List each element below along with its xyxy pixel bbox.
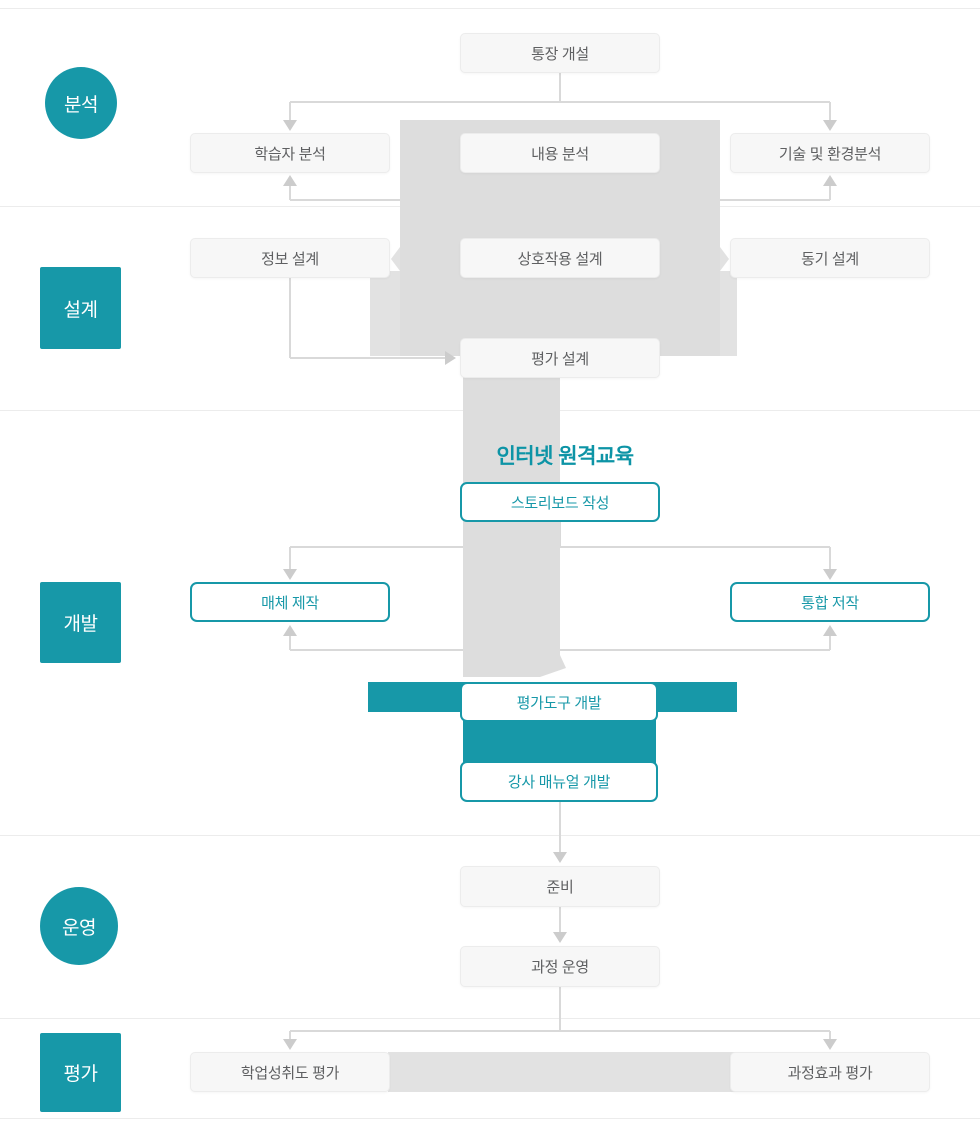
arrowhead-down xyxy=(283,569,297,580)
section-divider xyxy=(0,1018,980,1019)
manual-link-band xyxy=(463,720,656,763)
arrowhead-down xyxy=(823,569,837,580)
arrowhead-down xyxy=(283,1039,297,1050)
arrowhead-up xyxy=(823,175,837,186)
node-account-opening: 통장 개설 xyxy=(460,33,660,73)
evaluation-band xyxy=(388,1052,737,1092)
node-learner-analysis: 학습자 분석 xyxy=(190,133,390,173)
section-divider xyxy=(0,1118,980,1119)
arrowhead-down xyxy=(283,120,297,131)
node-tech-env-analysis: 기술 및 환경분석 xyxy=(730,133,930,173)
internet-distance-education-title: 인터넷 원격교육 xyxy=(496,445,634,468)
stage-evaluation-badge: 평가 xyxy=(40,1033,121,1112)
node-evaluation-design: 평가 설계 xyxy=(460,338,660,378)
node-instructor-manual-dev: 강사 매뉴얼 개발 xyxy=(460,761,658,802)
arrowhead-up xyxy=(283,625,297,636)
node-course-operation: 과정 운영 xyxy=(460,946,660,987)
arrowhead-down xyxy=(553,852,567,863)
node-interaction-design: 상호작용 설계 xyxy=(460,238,660,278)
stage-design-badge: 설계 xyxy=(40,267,121,349)
arrowhead-up xyxy=(283,175,297,186)
node-info-design: 정보 설계 xyxy=(190,238,390,278)
section-divider xyxy=(0,8,980,9)
arrowhead-down xyxy=(823,120,837,131)
arrowhead-down xyxy=(823,1039,837,1050)
node-storyboard: 스토리보드 작성 xyxy=(460,482,660,522)
node-course-effect-evaluation: 과정효과 평가 xyxy=(730,1052,930,1092)
node-eval-tool-dev: 평가도구 개발 xyxy=(460,682,658,722)
stage-operation-badge: 운영 xyxy=(40,887,118,965)
node-preparation: 준비 xyxy=(460,866,660,907)
arrowhead-right xyxy=(445,351,456,365)
stage-analysis-badge: 분석 xyxy=(45,67,117,139)
node-integrated-authoring: 통합 저작 xyxy=(730,582,930,622)
node-media-production: 매체 제작 xyxy=(190,582,390,622)
node-content-analysis: 내용 분석 xyxy=(460,133,660,173)
arrowhead-down xyxy=(553,932,567,943)
arrowhead-up xyxy=(823,625,837,636)
node-achievement-evaluation: 학업성취도 평가 xyxy=(190,1052,390,1092)
node-motivation-design: 동기 설계 xyxy=(730,238,930,278)
section-divider xyxy=(0,835,980,836)
stage-development-badge: 개발 xyxy=(40,582,121,663)
